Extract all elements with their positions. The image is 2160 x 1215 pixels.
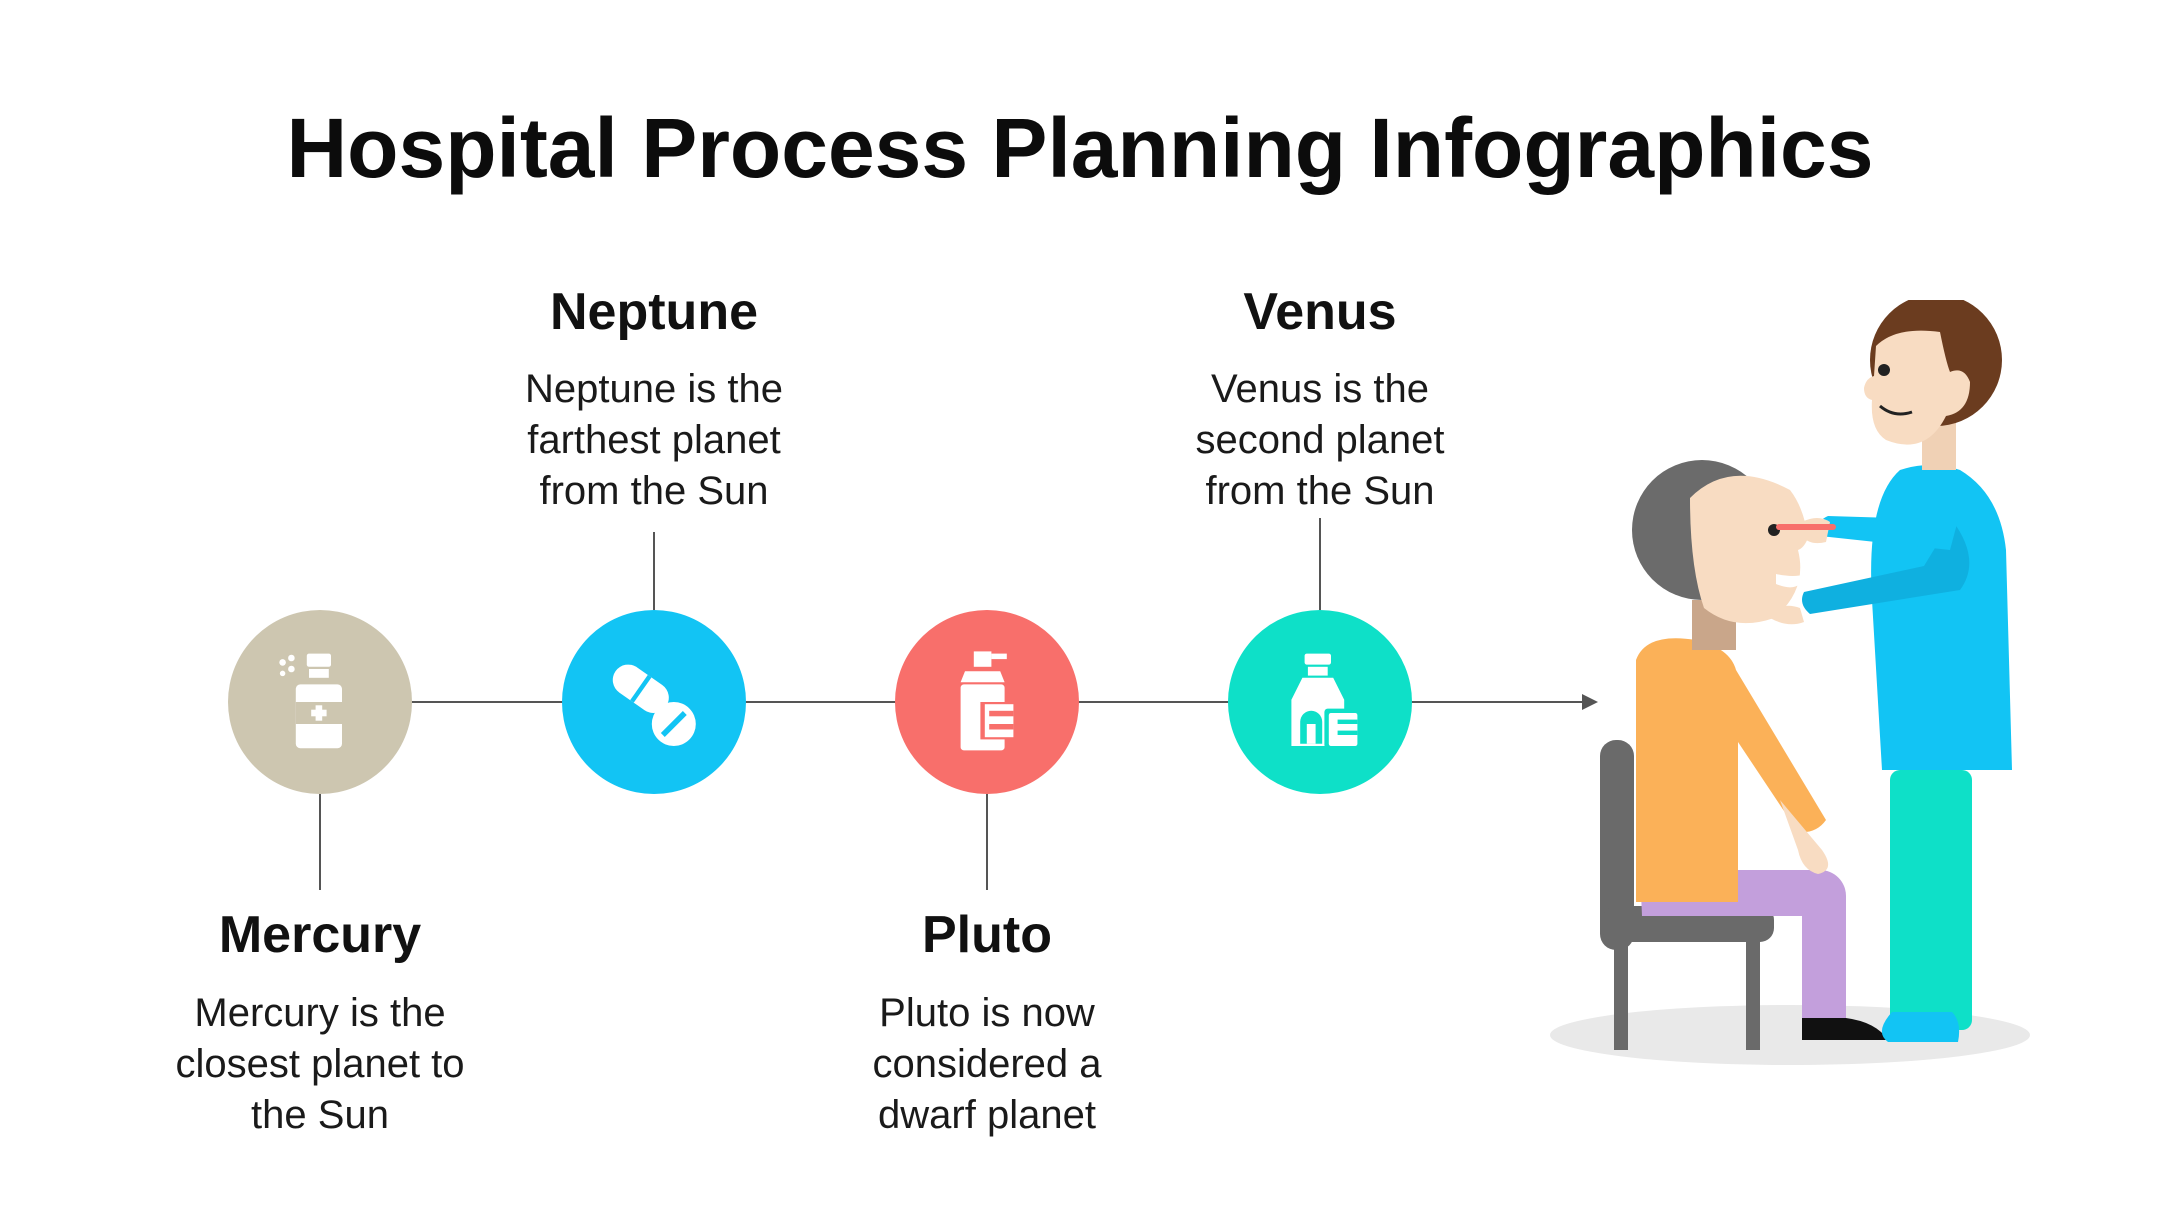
step-desc-line: considered a (872, 1042, 1102, 1086)
step-desc-line: second planet (1195, 418, 1445, 462)
step-desc-line: farthest planet (527, 418, 781, 462)
spray-bottle-icon (279, 653, 342, 749)
step-desc-line: from the Sun (1205, 469, 1435, 513)
step-desc-line: from the Sun (539, 469, 769, 513)
step-desc-mercury: Mercury is the closest planet to the Sun (90, 988, 550, 1141)
step-desc-line: the Sun (251, 1093, 389, 1137)
step-desc-line: Neptune is the (525, 367, 783, 411)
step-heading-pluto: Pluto (922, 906, 1052, 964)
step-desc-venus: Venus is the second planet from the Sun (1090, 364, 1550, 517)
step-desc-line: Mercury is the (194, 991, 446, 1035)
step-heading-venus: Venus (1243, 283, 1397, 341)
step-heading-mercury: Mercury (218, 906, 422, 964)
step-desc-line: closest planet to (175, 1042, 465, 1086)
medicine-bottle-icon (1291, 653, 1358, 749)
timeline-arrowhead (1582, 694, 1598, 710)
page-title: Hospital Process Planning Infographics (286, 101, 1874, 195)
pills-icon (612, 664, 696, 746)
step-node-mercury (228, 610, 412, 794)
step-heading-neptune: Neptune (550, 283, 758, 341)
step-node-venus (1228, 610, 1412, 794)
step-desc-line: Venus is the (1211, 367, 1429, 411)
step-node-neptune (562, 610, 746, 794)
step-node-pluto (895, 610, 1079, 794)
step-desc-line: Pluto is now (879, 991, 1095, 1035)
step-desc-pluto: Pluto is now considered a dwarf planet (757, 988, 1217, 1141)
doctor-patient-icon (1550, 300, 2030, 1065)
step-desc-neptune: Neptune is the farthest planet from the … (424, 364, 884, 517)
inhaler-icon (960, 651, 1014, 751)
step-desc-line: dwarf planet (878, 1093, 1096, 1137)
